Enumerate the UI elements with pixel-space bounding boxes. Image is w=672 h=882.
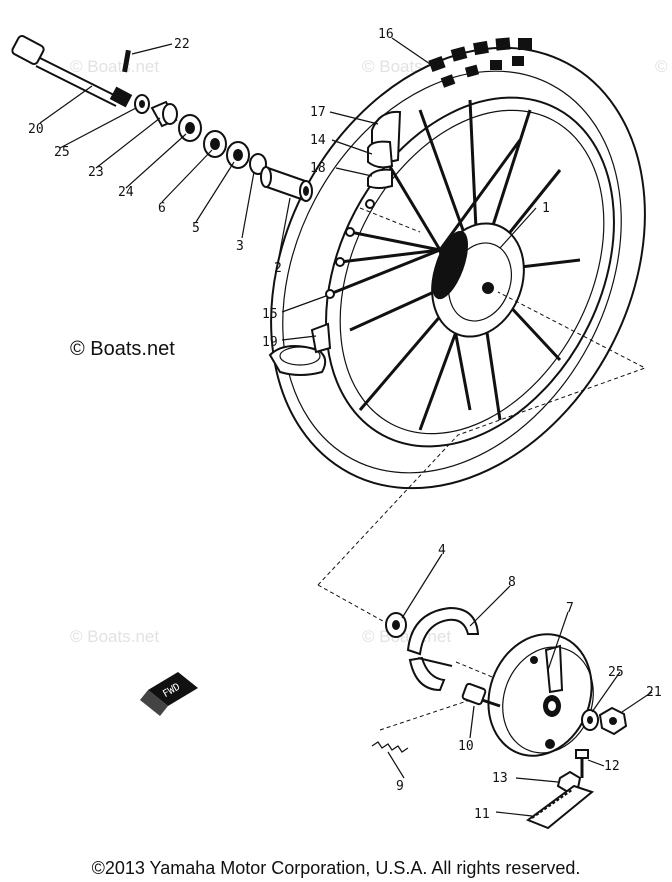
brake-plate [487,633,594,757]
callout-20: 20 [28,122,44,137]
leader-lines [39,37,653,817]
callout-2: 2 [274,261,282,276]
watermark-label: © Boats.net [70,338,175,360]
callout-5: 5 [192,221,200,236]
faint-watermark: © Boats.net [362,627,451,646]
tire-section [268,345,327,376]
callout-18: 18 [310,161,326,176]
brake-camshaft [461,682,501,708]
return-spring [371,741,409,753]
dashed-guide [359,207,421,233]
spoke-nipple [325,289,335,299]
callout-12: 12 [604,759,620,774]
callout-3: 3 [236,239,244,254]
tire-section-inner [279,346,321,366]
cotter-pin [122,49,131,73]
dashed-guide [317,584,391,626]
brake-shoes [406,606,480,692]
callout-9: 9 [396,779,404,794]
callout-7: 7 [566,601,574,616]
front-axle [11,35,133,108]
dashed-guide [379,699,471,731]
callout-19: 19 [262,335,278,350]
cam-lever-bolt [575,749,589,778]
callout-14: 14 [310,133,326,148]
wheel-assembly [268,37,646,490]
callout-1: 1 [542,201,550,216]
callout-17: 17 [310,105,326,120]
rim-inner [339,109,605,435]
copyright-notice: ©2013 Yamaha Motor Corporation, U.S.A. A… [91,858,581,878]
faint-watermark: © Boats.net [655,57,672,76]
callout-22: 22 [174,37,190,52]
hub-axle-hole [482,282,494,294]
axle-parts [11,35,313,202]
hub-flange [431,230,469,300]
tube-valve [367,140,394,169]
callout-8: 8 [508,575,516,590]
callout-13: 13 [492,771,508,786]
callout-25: 25 [54,145,70,160]
faint-watermark: © Boats.net [70,627,159,646]
callout-4: 4 [438,543,446,558]
dashed-guide [317,291,647,586]
fwd-arrow: FWD [140,672,198,716]
cam-lever [525,784,595,830]
callout-10: 10 [458,739,474,754]
callout-numbers: 22 20 25 23 24 6 5 3 2 16 17 14 18 1 15 … [28,27,662,822]
tire-inner-line [282,70,622,474]
callout-15: 15 [262,307,278,322]
brake-parts [317,207,647,830]
spoke-nipple [335,257,345,267]
callout-16: 16 [378,27,394,42]
tire-tread [428,37,532,88]
callout-6: 6 [158,201,166,216]
callout-11: 11 [474,807,490,822]
valve-cap [367,168,393,189]
callout-23: 23 [88,165,104,180]
callout-25b: 25 [608,665,624,680]
faint-watermark: © Boats.net [70,57,159,76]
rim-lock [310,322,332,354]
bearing-spacer [260,166,313,202]
shoe-spring [417,657,453,667]
spoke-nipple [345,227,355,237]
callout-21: 21 [646,685,662,700]
spoke-nipple [365,199,375,209]
callout-24: 24 [118,185,134,200]
axle-nut [598,706,628,736]
